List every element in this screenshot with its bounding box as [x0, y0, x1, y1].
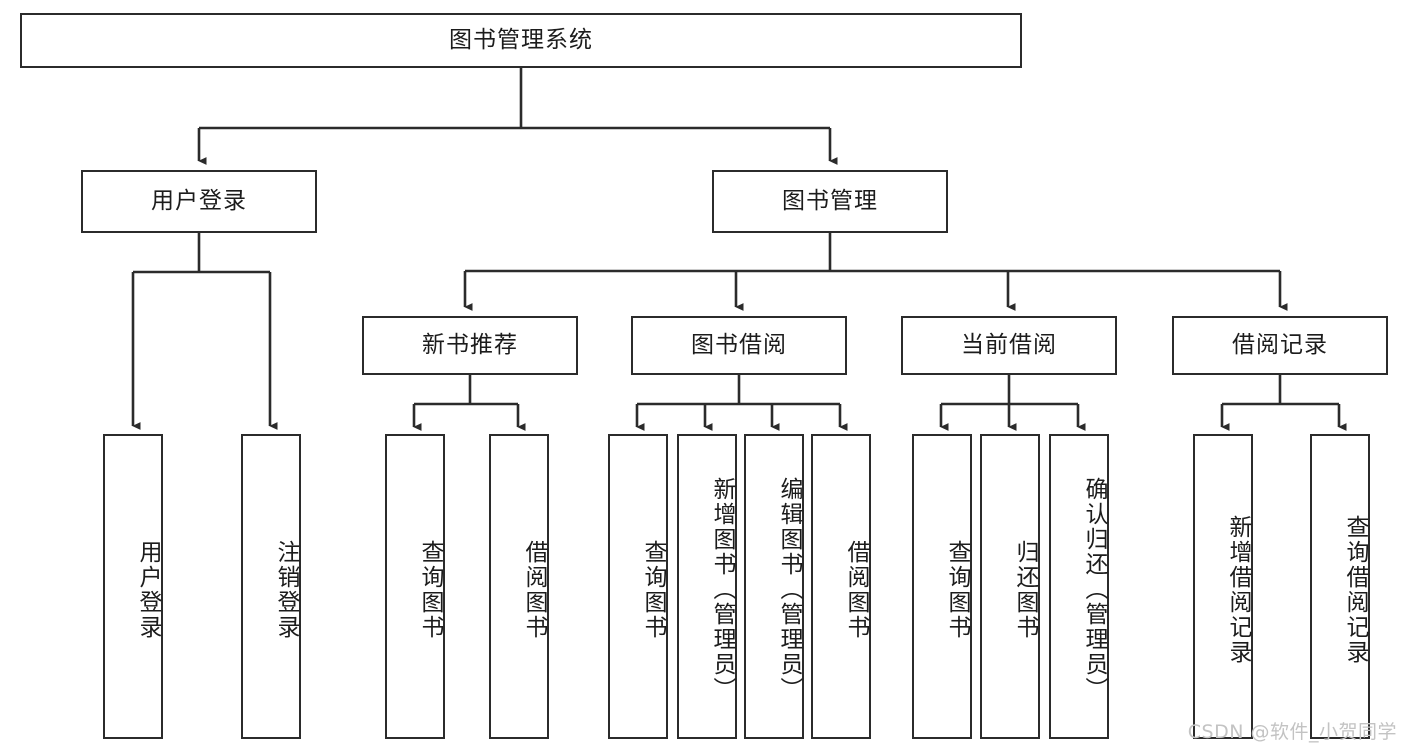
- node-leaf-return-book-label: 归还图书: [1012, 539, 1038, 640]
- node-root-label: 图书管理系统: [449, 26, 593, 53]
- node-book-borrow-label: 图书借阅: [691, 331, 787, 358]
- node-leaf-query-book-1-label: 查询图书: [417, 539, 443, 640]
- node-new-book-rec[interactable]: 新书推荐: [362, 316, 578, 375]
- node-leaf-borrow-book-1-label: 借阅图书: [521, 539, 547, 640]
- node-leaf-query-book-1[interactable]: 查询图书: [385, 434, 445, 739]
- node-leaf-logout[interactable]: 注销登录: [241, 434, 301, 739]
- node-user-login-label: 用户登录: [151, 187, 247, 214]
- node-leaf-user-login[interactable]: 用户登录: [103, 434, 163, 739]
- node-leaf-query-book-2[interactable]: 查询图书: [608, 434, 668, 739]
- node-current-borrow[interactable]: 当前借阅: [901, 316, 1117, 375]
- node-leaf-query-book-2-label: 查询图书: [640, 539, 666, 640]
- node-leaf-add-book[interactable]: 新增图书（管理员）: [677, 434, 737, 739]
- node-leaf-add-record[interactable]: 新增借阅记录: [1193, 434, 1253, 739]
- node-leaf-confirm-return-label: 确认归还（管理员）: [1081, 477, 1107, 702]
- node-leaf-edit-book-label: 编辑图书（管理员）: [776, 477, 802, 702]
- node-leaf-add-book-label: 新增图书（管理员）: [709, 477, 735, 702]
- node-leaf-add-record-label: 新增借阅记录: [1225, 514, 1251, 665]
- node-book-manage-label: 图书管理: [782, 187, 878, 214]
- node-leaf-edit-book[interactable]: 编辑图书（管理员）: [744, 434, 804, 739]
- node-leaf-query-record-label: 查询借阅记录: [1342, 514, 1368, 665]
- node-book-manage[interactable]: 图书管理: [712, 170, 948, 233]
- node-leaf-borrow-book-2[interactable]: 借阅图书: [811, 434, 871, 739]
- node-book-borrow[interactable]: 图书借阅: [631, 316, 847, 375]
- node-new-book-rec-label: 新书推荐: [422, 331, 518, 358]
- node-leaf-logout-label: 注销登录: [273, 539, 299, 640]
- node-leaf-user-login-label: 用户登录: [135, 539, 161, 640]
- node-borrow-record-label: 借阅记录: [1232, 331, 1328, 358]
- node-leaf-borrow-book-1[interactable]: 借阅图书: [489, 434, 549, 739]
- node-current-borrow-label: 当前借阅: [961, 331, 1057, 358]
- node-leaf-query-book-3-label: 查询图书: [944, 539, 970, 640]
- csdn-watermark: CSDN @软件_小贺同学: [1187, 721, 1397, 743]
- node-borrow-record[interactable]: 借阅记录: [1172, 316, 1388, 375]
- node-leaf-borrow-book-2-label: 借阅图书: [843, 539, 869, 640]
- node-user-login[interactable]: 用户登录: [81, 170, 317, 233]
- node-leaf-return-book[interactable]: 归还图书: [980, 434, 1040, 739]
- node-leaf-query-book-3[interactable]: 查询图书: [912, 434, 972, 739]
- node-root[interactable]: 图书管理系统: [20, 13, 1022, 68]
- node-leaf-query-record[interactable]: 查询借阅记录: [1310, 434, 1370, 739]
- node-leaf-confirm-return[interactable]: 确认归还（管理员）: [1049, 434, 1109, 739]
